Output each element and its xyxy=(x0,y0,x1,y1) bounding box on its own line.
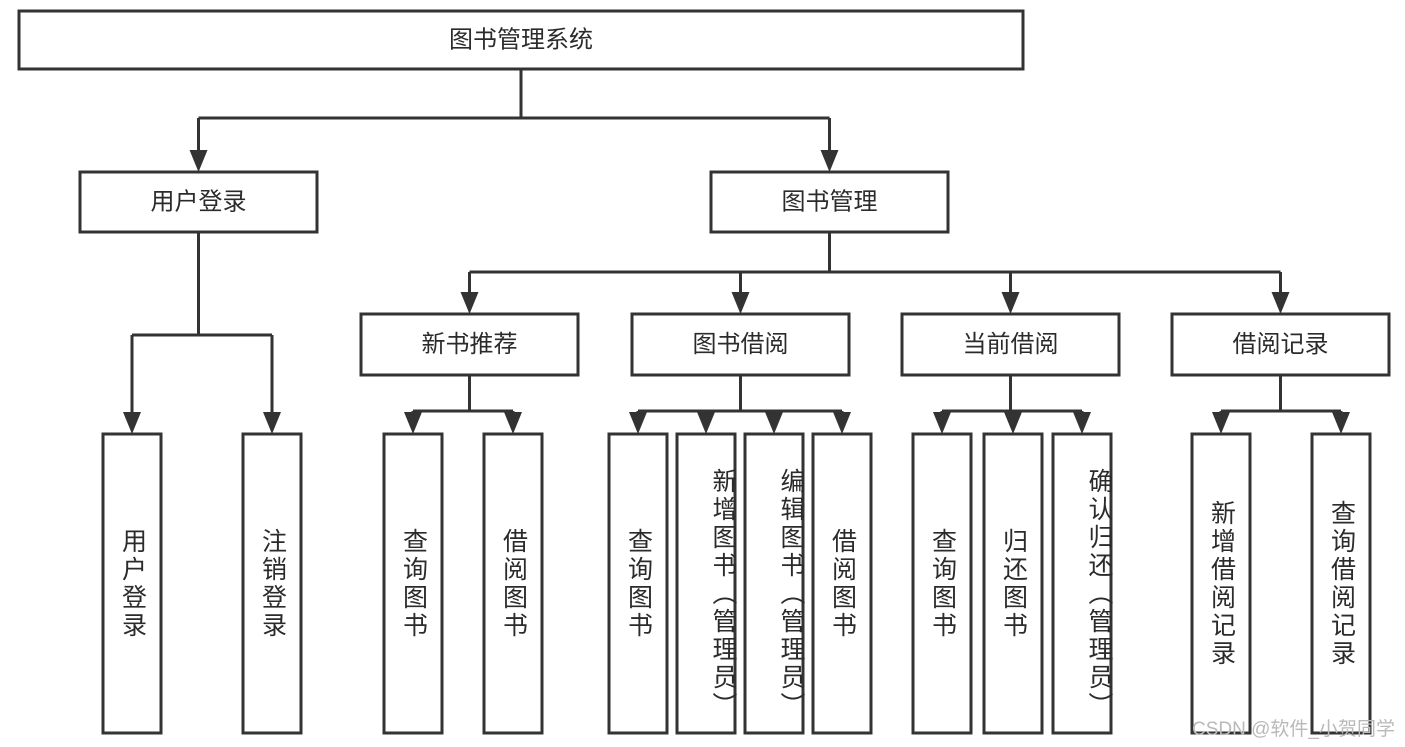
arrow-head xyxy=(189,150,208,172)
node-box-leaf-borrow-book-rec[interactable] xyxy=(482,432,544,735)
node-box-new-book-rec[interactable] xyxy=(359,312,580,377)
node-box-leaf-edit-book[interactable] xyxy=(743,432,805,735)
node-label-book-manage: 图书管理 xyxy=(782,188,878,215)
arrow-head xyxy=(933,412,951,434)
node-box-user-login[interactable] xyxy=(78,170,319,234)
arrow-head xyxy=(731,292,750,314)
arrow-head xyxy=(765,412,783,434)
node-label-root: 图书管理系统 xyxy=(449,26,593,53)
arrow-head xyxy=(504,412,522,434)
arrow-head xyxy=(1271,292,1290,314)
arrow-head xyxy=(629,412,647,434)
node-box-leaf-confirm-return[interactable] xyxy=(1051,432,1113,735)
node-box-leaf-user-login[interactable] xyxy=(101,432,163,735)
arrow-head xyxy=(460,292,479,314)
arrow-head xyxy=(1004,412,1022,434)
node-box-leaf-borrow-book[interactable] xyxy=(811,432,873,735)
node-box-leaf-add-book[interactable] xyxy=(675,432,737,735)
node-label-book-borrow: 图书借阅 xyxy=(693,331,789,358)
arrow-head xyxy=(820,150,839,172)
node-box-leaf-user-logout[interactable] xyxy=(241,432,303,735)
node-box-leaf-query-book-rec[interactable] xyxy=(382,432,444,735)
arrow-head xyxy=(123,412,141,434)
node-box-root[interactable] xyxy=(17,9,1025,71)
arrow-head xyxy=(1001,292,1020,314)
connector-layer xyxy=(123,69,1350,434)
node-label-borrow-record: 借阅记录 xyxy=(1233,331,1329,358)
arrow-head xyxy=(263,412,281,434)
node-box-leaf-query-book-cur[interactable] xyxy=(911,432,973,735)
node-box-current-borrow[interactable] xyxy=(900,312,1121,377)
node-label-new-book-rec: 新书推荐 xyxy=(422,331,518,358)
node-box-book-borrow[interactable] xyxy=(630,312,851,377)
arrow-head xyxy=(1332,412,1350,434)
arrow-head xyxy=(404,412,422,434)
arrow-head xyxy=(833,412,851,434)
arrow-head xyxy=(1073,412,1091,434)
node-box-layer xyxy=(17,9,1391,735)
node-box-book-manage[interactable] xyxy=(709,170,950,234)
arrow-head xyxy=(1212,412,1230,434)
node-label-current-borrow: 当前借阅 xyxy=(963,331,1059,358)
arrow-head xyxy=(697,412,715,434)
node-label-user-login: 用户登录 xyxy=(151,188,247,215)
node-box-leaf-query-book-borrow[interactable] xyxy=(607,432,669,735)
node-box-leaf-query-record[interactable] xyxy=(1310,432,1372,735)
node-box-borrow-record[interactable] xyxy=(1170,312,1391,377)
node-box-leaf-add-record[interactable] xyxy=(1190,432,1252,735)
node-box-leaf-return-book[interactable] xyxy=(982,432,1044,735)
csdn-watermark: CSDN @软件_小贺同学 xyxy=(1192,719,1395,740)
